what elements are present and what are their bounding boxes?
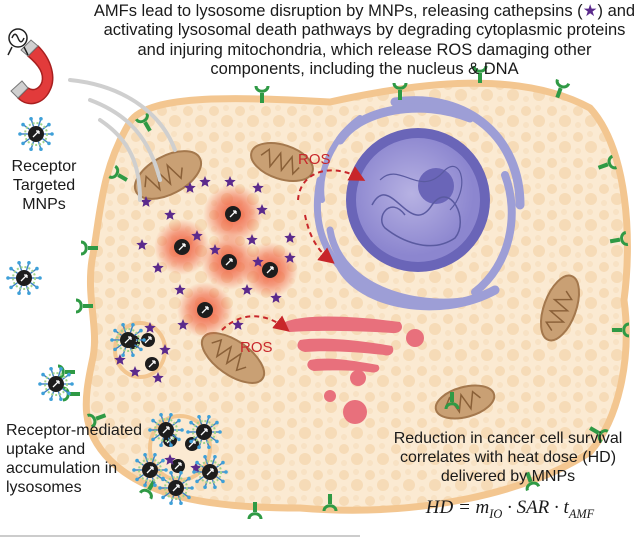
magnetic-field-waves xyxy=(68,78,177,202)
purple-star-icon xyxy=(284,232,296,243)
purple-star-icon xyxy=(159,344,171,355)
formula-text: HD = mIO · SAR · tAMF xyxy=(425,497,595,521)
mnp-particle-icon xyxy=(171,459,185,473)
purple-star-icon xyxy=(177,319,189,330)
receptor-icon xyxy=(135,112,152,132)
heat-dose-label: Reduction in cancer cell survival correl… xyxy=(393,430,623,485)
mnp-particle-icon xyxy=(158,470,194,506)
receptor-icon xyxy=(75,298,93,314)
purple-star-icon xyxy=(164,454,176,465)
targeted-mnps-label: Receptor Targeted MNPs xyxy=(11,158,77,213)
receptor-icon xyxy=(612,322,630,338)
ros-arrows xyxy=(221,166,366,332)
receptor-icon xyxy=(589,426,609,443)
receptor-icon xyxy=(80,240,98,256)
purple-star-icon xyxy=(114,354,126,365)
receptor-icon xyxy=(247,502,263,520)
purple-star-icon xyxy=(144,322,156,333)
receptor-icon xyxy=(444,392,460,410)
purple-star-icon xyxy=(252,182,264,193)
purple-star-icon xyxy=(256,204,268,215)
endoplasmic-reticulum xyxy=(313,96,525,311)
purple-star-icon xyxy=(174,284,186,295)
purple-star-icon xyxy=(136,239,148,250)
ros-label-top: ROS xyxy=(298,151,331,168)
mnp-particle-icon xyxy=(110,322,146,358)
purple-star-icon: ★ xyxy=(582,2,598,20)
heat-dose-formula: HD = mIO · SAR · tAMF xyxy=(395,497,625,521)
mitochondria xyxy=(133,142,581,420)
purple-star-icon xyxy=(191,230,203,241)
purple-star-icon xyxy=(152,372,164,383)
mnp-particle-icon xyxy=(197,302,213,318)
receptor-icon xyxy=(322,494,338,512)
purple-star-icon xyxy=(152,262,164,273)
purple-star-icon xyxy=(164,209,176,220)
nucleus xyxy=(346,128,490,272)
receptor-icon xyxy=(108,165,128,182)
receptor-icon xyxy=(472,65,488,83)
mnp-particle-icon xyxy=(141,333,155,347)
receptor-icon xyxy=(254,85,270,103)
purple-star-icon xyxy=(232,319,244,330)
purple-star-icon xyxy=(284,252,296,263)
purple-star-icon xyxy=(199,176,211,187)
mnp-particle-icon xyxy=(174,239,190,255)
horseshoe-magnet-icon xyxy=(10,39,54,105)
purple-star-icon xyxy=(224,176,236,187)
ros-label-bottom: ROS xyxy=(240,339,273,356)
receptor-icon xyxy=(86,413,107,429)
purple-star-icon xyxy=(129,366,141,377)
mnp-particle-icon xyxy=(221,254,237,270)
receptor-icon xyxy=(597,154,618,170)
targeted-mnps xyxy=(6,116,228,506)
mnp-particle-icon xyxy=(145,357,159,371)
purple-star-icon xyxy=(246,234,258,245)
receptor-icon xyxy=(392,82,408,100)
mnp-particle-icon xyxy=(225,206,241,222)
purple-star-icon xyxy=(140,196,152,207)
receptor-icon xyxy=(555,78,571,99)
receptor-icon xyxy=(609,231,629,246)
mnp-particle-icon xyxy=(262,262,278,278)
mnp-particle-icon xyxy=(38,366,74,402)
mnp-particle-icon xyxy=(6,260,42,296)
mnp-particle-icon xyxy=(186,414,222,450)
cathepsin-stars xyxy=(114,176,296,473)
ac-wave-icon xyxy=(7,28,29,56)
mnp-particle-icon xyxy=(18,116,54,152)
purple-star-icon xyxy=(184,182,196,193)
mnp-particle-icon xyxy=(185,437,199,451)
purple-star-icon xyxy=(270,292,282,303)
uptake-label: Receptor-mediated uptake and accumulatio… xyxy=(6,422,143,496)
receptor-icon xyxy=(525,471,541,492)
figure-header-text: AMFs lead to lysosome disruption by MNPs… xyxy=(93,2,636,79)
mnp-particle-icon xyxy=(192,454,228,490)
purple-star-icon xyxy=(252,256,264,267)
mnp-particle-icon xyxy=(132,452,168,488)
purple-star-icon xyxy=(209,244,221,255)
golgi-apparatus xyxy=(281,316,424,424)
purple-star-icon xyxy=(241,284,253,295)
mnp-particle-icon xyxy=(148,412,184,448)
